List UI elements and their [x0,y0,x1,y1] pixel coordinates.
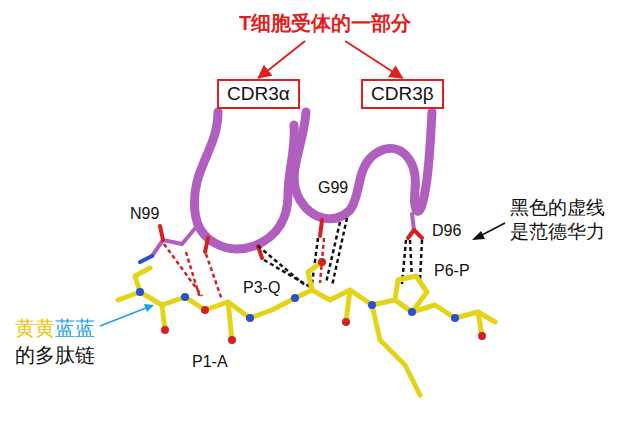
node-text: T细胞受体的一部分 [239,10,411,37]
residue-label: P6-P [434,261,470,281]
residue-label: P3-Q [243,278,280,298]
pointer-arrow [345,41,402,78]
side-chain [140,214,422,262]
note-text: 的多肽链 [15,343,95,368]
alpha-loop [194,112,294,249]
color-word: 黄黄 [15,316,55,341]
contact-line [164,218,422,300]
color-word: 蓝蓝 [55,316,95,341]
node-text: CDR3α [227,83,290,105]
leader-arrow [472,223,505,240]
residue-label: G99 [318,178,348,198]
beta-loop [294,112,432,219]
loop-box: CDR3α [217,79,300,109]
atom [136,258,486,344]
pointer-arrow [258,41,305,78]
leader-arrow [100,304,154,326]
node-text: CDR3β [371,83,434,105]
residue-label: P1-A [192,352,228,372]
peptide-chain [118,262,495,395]
residue-label: D96 [432,221,461,241]
loop-box: CDR3β [361,79,444,109]
residue-label: N99 [130,204,159,224]
note-text: 黑色的虚线 是范德华力 [510,196,614,244]
heading-node: T细胞受体的一部分 [235,8,415,39]
cdr3-ribbon [194,112,432,249]
